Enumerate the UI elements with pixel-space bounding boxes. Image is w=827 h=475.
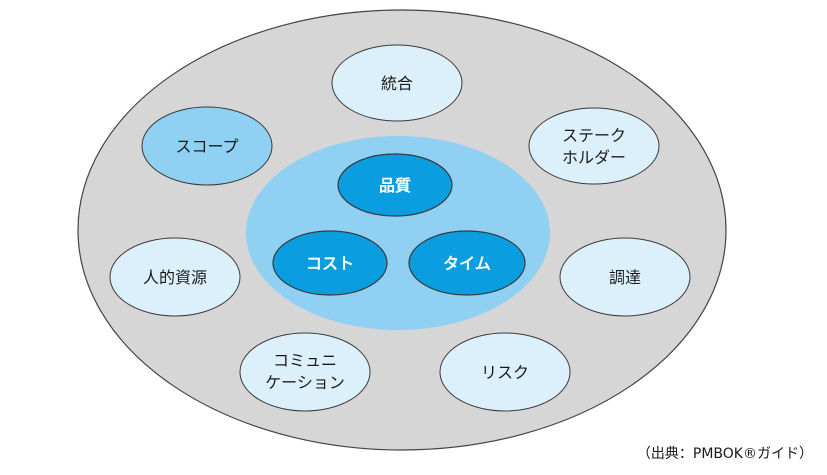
area-human-resources-ellipse (109, 237, 241, 317)
area-integration-node: 統合 (331, 44, 463, 122)
area-procurement-node: 調達 (559, 237, 691, 317)
area-stakeholder-label-line1: ステーク (562, 126, 626, 145)
area-integration-ellipse (331, 44, 463, 122)
area-stakeholder-node: ステーク ホルダー (528, 107, 660, 185)
area-integration-label: 統合 (381, 74, 413, 93)
area-procurement-ellipse (559, 237, 691, 317)
area-scope-node: スコープ (141, 106, 273, 186)
area-scope-ellipse (141, 106, 273, 186)
area-human-resources-label: 人的資源 (143, 268, 207, 287)
core-time-label: タイム (443, 254, 491, 273)
area-scope-label: スコープ (175, 137, 238, 156)
area-risk-ellipse (439, 332, 571, 412)
area-procurement-label: 調達 (609, 268, 641, 287)
area-communication-node: コミュニ ケーション (239, 332, 371, 412)
core-cost-node: コスト (272, 230, 388, 296)
core-quality-node: 品質 (337, 153, 453, 217)
area-stakeholder-ellipse (528, 107, 660, 185)
core-quality-label: 品質 (379, 176, 411, 195)
core-time-node: タイム (408, 230, 526, 296)
area-risk-node: リスク (439, 332, 571, 412)
area-communication-ellipse (239, 332, 371, 412)
area-communication-label-line2: ケーション (265, 373, 345, 392)
core-time-ellipse (408, 230, 526, 296)
area-communication-label-line1: コミュニ (273, 351, 337, 370)
area-human-resources-node: 人的資源 (109, 237, 241, 317)
area-risk-label: リスク (481, 363, 529, 382)
source-caption: （出典：PMBOK®ガイド） (636, 446, 813, 462)
core-cost-ellipse (272, 230, 388, 296)
area-stakeholder-label-line2: ホルダー (562, 148, 626, 167)
core-cost-label: コスト (306, 254, 354, 273)
core-quality-ellipse (337, 153, 453, 217)
